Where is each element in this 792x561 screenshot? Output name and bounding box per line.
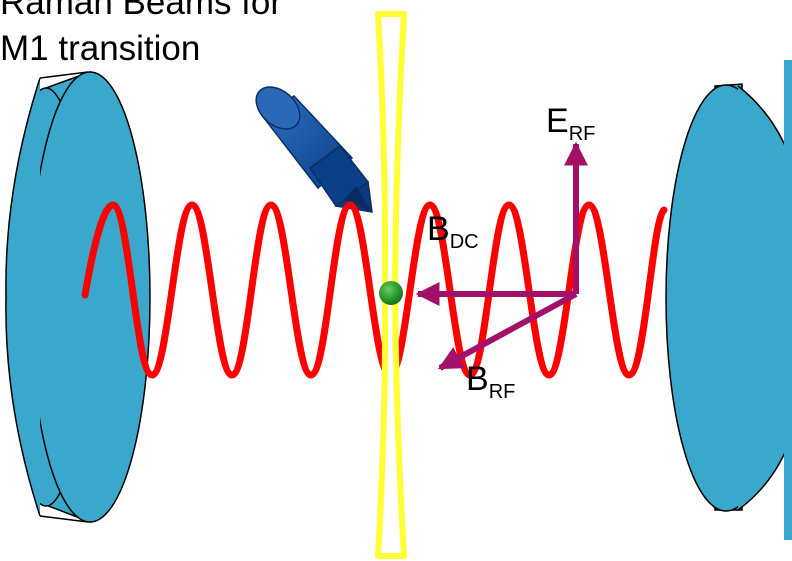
- e-rf-label: ERF: [546, 102, 595, 145]
- field-vectors: [415, 141, 588, 371]
- left-mirror: [0, 60, 151, 540]
- title-line-1: Raman Beams for: [0, 0, 282, 22]
- right-mirror: [665, 60, 792, 540]
- b-dc-label: BDC: [427, 210, 479, 253]
- b-rf-label: BRF: [466, 360, 515, 403]
- b-rf-arrow: [437, 291, 578, 371]
- atom-icon: [379, 281, 403, 305]
- raman-beam-icon: [255, 86, 373, 213]
